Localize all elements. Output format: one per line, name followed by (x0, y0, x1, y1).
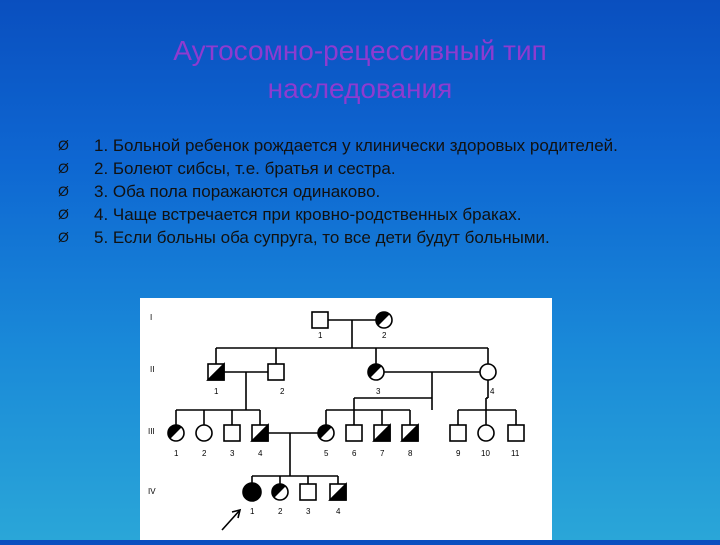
gen1-num-2: 2 (382, 331, 387, 340)
gen2-male-2 (267, 363, 285, 381)
pedigree-labels: I II III IV 1 2 1 2 3 4 1 2 3 4 5 6 7 8 … (148, 313, 520, 516)
bullet-text-1: 1. Больной ребенок рождается у клиническ… (94, 136, 618, 155)
bullet-item-1: Ø 1. Больной ребенок рождается у клиничес… (58, 134, 698, 157)
gen3-female-2 (195, 424, 213, 442)
pedigree-svg: I II III IV 1 2 1 2 3 4 1 2 3 4 5 6 7 8 … (148, 311, 525, 531)
gen1-male-1 (311, 311, 329, 329)
gen3-num-1: 1 (174, 449, 179, 458)
gen3-num-3: 3 (230, 449, 235, 458)
gen2-female-4 (479, 363, 497, 381)
bullet-item-3: Ø 3. Оба пола поражаются одинаково. (58, 180, 698, 203)
gen3-male-9 (449, 424, 467, 442)
pedigree-symbols (167, 311, 525, 502)
pedigree-lines (175, 319, 517, 531)
gen2-num-2: 2 (280, 387, 285, 396)
arrow-bullet-icon: Ø (58, 137, 69, 153)
title-line-1: Аутосомно-рецессивный тип (173, 35, 547, 66)
gen4-female-1-proband (242, 482, 262, 502)
arrow-bullet-icon: Ø (58, 183, 69, 199)
gen-label-4: IV (148, 487, 156, 496)
gen3-male-6 (345, 424, 363, 442)
gen4-male-3 (299, 483, 317, 501)
gen3-num-2: 2 (202, 449, 207, 458)
gen4-num-2: 2 (278, 507, 283, 516)
bullet-item-4: Ø 4. Чаще встречается при кровно-родствен… (58, 203, 698, 226)
bullet-text-4: 4. Чаще встречается при кровно-родственн… (94, 205, 522, 224)
arrow-bullet-icon: Ø (58, 206, 69, 222)
gen3-num-6: 6 (352, 449, 357, 458)
gen3-num-11: 11 (511, 449, 520, 458)
bullet-item-5: Ø 5. Если больны оба супруга, то все дети… (58, 226, 698, 249)
pedigree-diagram: I II III IV 1 2 1 2 3 4 1 2 3 4 5 6 7 8 … (140, 298, 552, 540)
gen4-num-3: 3 (306, 507, 311, 516)
gen3-num-10: 10 (481, 449, 490, 458)
gen3-num-7: 7 (380, 449, 385, 458)
arrow-bullet-icon: Ø (58, 160, 69, 176)
slide-title: Аутосомно-рецессивный тип наследования (0, 32, 720, 108)
title-line-2: наследования (267, 73, 453, 104)
gen3-male-11 (507, 424, 525, 442)
arrow-bullet-icon: Ø (58, 229, 69, 245)
gen-label-2: II (150, 365, 154, 374)
bullet-text-2: 2. Болеют сибсы, т.е. братья и сестра. (94, 159, 396, 178)
gen2-num-4: 4 (490, 387, 495, 396)
bullet-text-5: 5. Если больны оба супруга, то все дети … (94, 228, 550, 247)
gen3-num-4: 4 (258, 449, 263, 458)
gen4-num-4: 4 (336, 507, 341, 516)
bullet-text-3: 3. Оба пола поражаются одинаково. (94, 182, 381, 201)
gen3-male-3 (223, 424, 241, 442)
gen3-female-10 (477, 424, 495, 442)
gen3-num-9: 9 (456, 449, 461, 458)
gen2-num-3: 3 (376, 387, 381, 396)
gen-label-1: I (150, 313, 152, 322)
gen-label-3: III (148, 427, 155, 436)
gen2-num-1: 1 (214, 387, 219, 396)
gen3-num-8: 8 (408, 449, 413, 458)
gen3-num-5: 5 (324, 449, 329, 458)
gen4-num-1: 1 (250, 507, 255, 516)
bullet-item-2: Ø 2. Болеют сибсы, т.е. братья и сестра. (58, 157, 698, 180)
gen1-num-1: 1 (318, 331, 323, 340)
bullet-list: Ø 1. Больной ребенок рождается у клиничес… (58, 134, 698, 249)
